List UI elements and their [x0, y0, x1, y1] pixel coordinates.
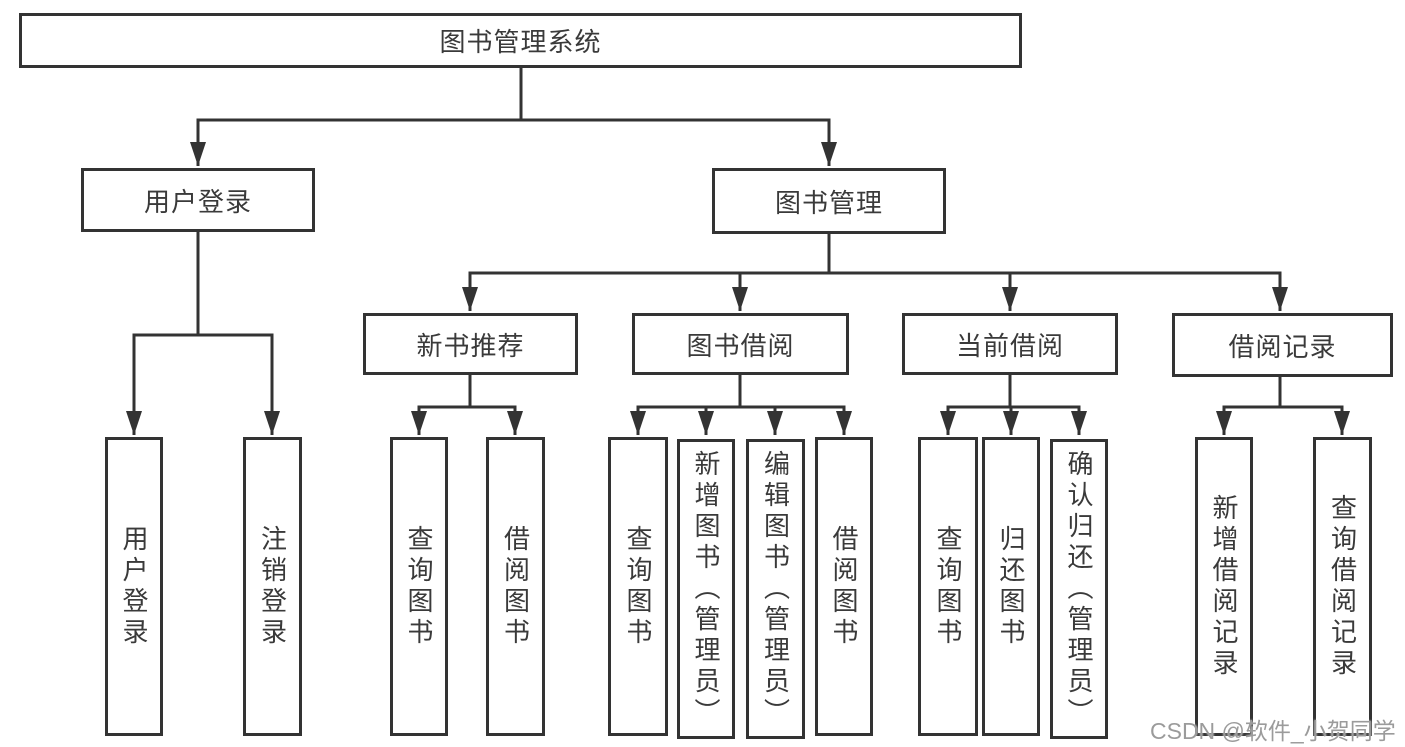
node-label-book-management: 图书管理: [774, 187, 883, 218]
node-user-login: 用户登录: [81, 168, 315, 232]
node-current-borrowing: 当前借阅: [902, 313, 1118, 375]
node-book-management: 图书管理: [712, 168, 946, 234]
leaf-label-return-books: 归还图书: [996, 524, 1026, 649]
node-library-management-system: 图书管理系统: [19, 13, 1022, 68]
leaf-label-add-borrow-record: 新增借阅记录: [1209, 493, 1239, 680]
leaf-label-logout: 注销登录: [257, 524, 288, 649]
leaf-label-edit-books-admin: 编辑图书（管理员）: [760, 449, 791, 729]
leaf-add-books-admin: 新增图书（管理员）: [677, 439, 735, 739]
leaf-label-borrowing-borrow-books: 借阅图书: [829, 524, 859, 649]
leaf-user-login: 用户登录: [105, 437, 163, 736]
node-label-borrowing-records: 借阅记录: [1228, 331, 1337, 362]
leaf-label-add-books-admin: 新增图书（管理员）: [691, 449, 721, 729]
node-label-book-borrowing: 图书借阅: [686, 330, 795, 361]
leaf-recommend-borrow-books: 借阅图书: [486, 437, 545, 736]
leaf-label-confirm-return-admin: 确认归还（管理员）: [1064, 449, 1094, 729]
node-book-borrowing: 图书借阅: [632, 313, 849, 375]
csdn-watermark: CSDN @软件_小贺同学: [1150, 718, 1396, 744]
leaf-label-recommend-query-books: 查询图书: [404, 524, 434, 649]
node-label-user-login: 用户登录: [143, 186, 252, 217]
node-label-current-borrowing: 当前借阅: [955, 330, 1064, 361]
leaf-label-user-login: 用户登录: [119, 524, 149, 649]
leaf-label-recommend-borrow-books: 借阅图书: [500, 524, 531, 649]
leaf-return-books: 归还图书: [982, 437, 1040, 736]
node-label-new-book-recommend: 新书推荐: [416, 330, 525, 361]
node-label-library-management-system: 图书管理系统: [439, 27, 602, 57]
leaf-add-borrow-record: 新增借阅记录: [1195, 437, 1253, 736]
leaf-edit-books-admin: 编辑图书（管理员）: [746, 439, 805, 739]
leaf-recommend-query-books: 查询图书: [390, 437, 448, 736]
node-borrowing-records: 借阅记录: [1172, 313, 1393, 377]
leaf-borrowing-query-books: 查询图书: [608, 437, 668, 736]
leaf-current-query-books: 查询图书: [918, 437, 978, 736]
leaf-label-current-query-books: 查询图书: [933, 524, 963, 649]
leaf-query-borrow-record: 查询借阅记录: [1313, 437, 1372, 736]
leaf-label-borrowing-query-books: 查询图书: [623, 524, 653, 649]
leaf-logout: 注销登录: [243, 437, 302, 736]
leaf-confirm-return-admin: 确认归还（管理员）: [1050, 439, 1108, 739]
node-new-book-recommend: 新书推荐: [363, 313, 578, 375]
leaf-label-query-borrow-record: 查询借阅记录: [1327, 493, 1358, 680]
leaf-borrowing-borrow-books: 借阅图书: [815, 437, 873, 736]
